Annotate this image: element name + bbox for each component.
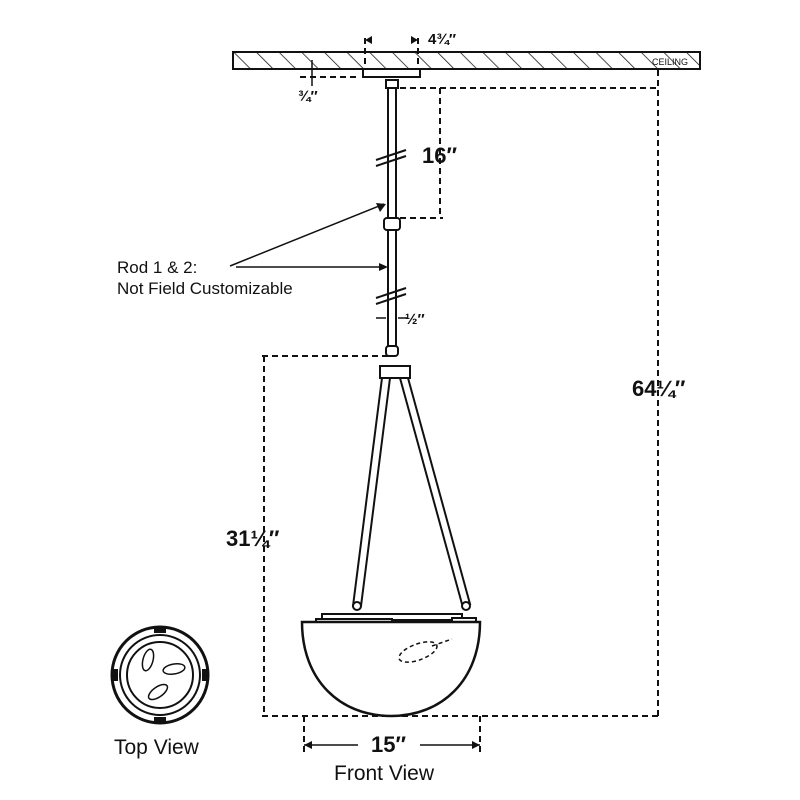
rod-diameter-label: ½″ — [405, 311, 425, 328]
note-line-1: Rod 1 & 2: — [117, 258, 197, 277]
note-line-2: Not Field Customizable — [117, 279, 293, 298]
rod — [375, 79, 407, 357]
canopy-width-label: 4¾″ — [428, 31, 456, 48]
diameter-dimension: 15″ — [303, 716, 481, 757]
overall-height-dimension: 64¼″ — [440, 70, 686, 716]
canopy-depth-dimension: ¾″ — [298, 60, 360, 105]
canopy-depth-label: ¾″ — [298, 88, 318, 105]
rod-length-label: 16″ — [422, 143, 457, 168]
top-view-icon — [110, 625, 210, 725]
ceiling-hatch — [232, 51, 701, 70]
rod-length-dimension: 16″ — [400, 87, 457, 219]
bulb-icon — [398, 638, 453, 663]
top-view-label: Top View — [114, 736, 200, 759]
canopy: 4¾″ — [362, 31, 456, 78]
fixture-height-label: 31¼″ — [226, 526, 280, 551]
ceiling: CEILING — [232, 51, 701, 70]
ceiling-label: CEILING — [652, 57, 688, 67]
front-view-label: Front View — [334, 762, 435, 785]
fixture-bowl — [300, 613, 482, 718]
rod-diameter-dimension: ½″ — [376, 311, 425, 328]
fixture-height-dimension: 31¼″ — [226, 355, 660, 717]
fixture-straps — [351, 365, 472, 611]
overall-height-label: 64¼″ — [632, 376, 686, 401]
diameter-label: 15″ — [371, 732, 406, 757]
rod-note: Rod 1 & 2: Not Field Customizable — [117, 203, 388, 298]
